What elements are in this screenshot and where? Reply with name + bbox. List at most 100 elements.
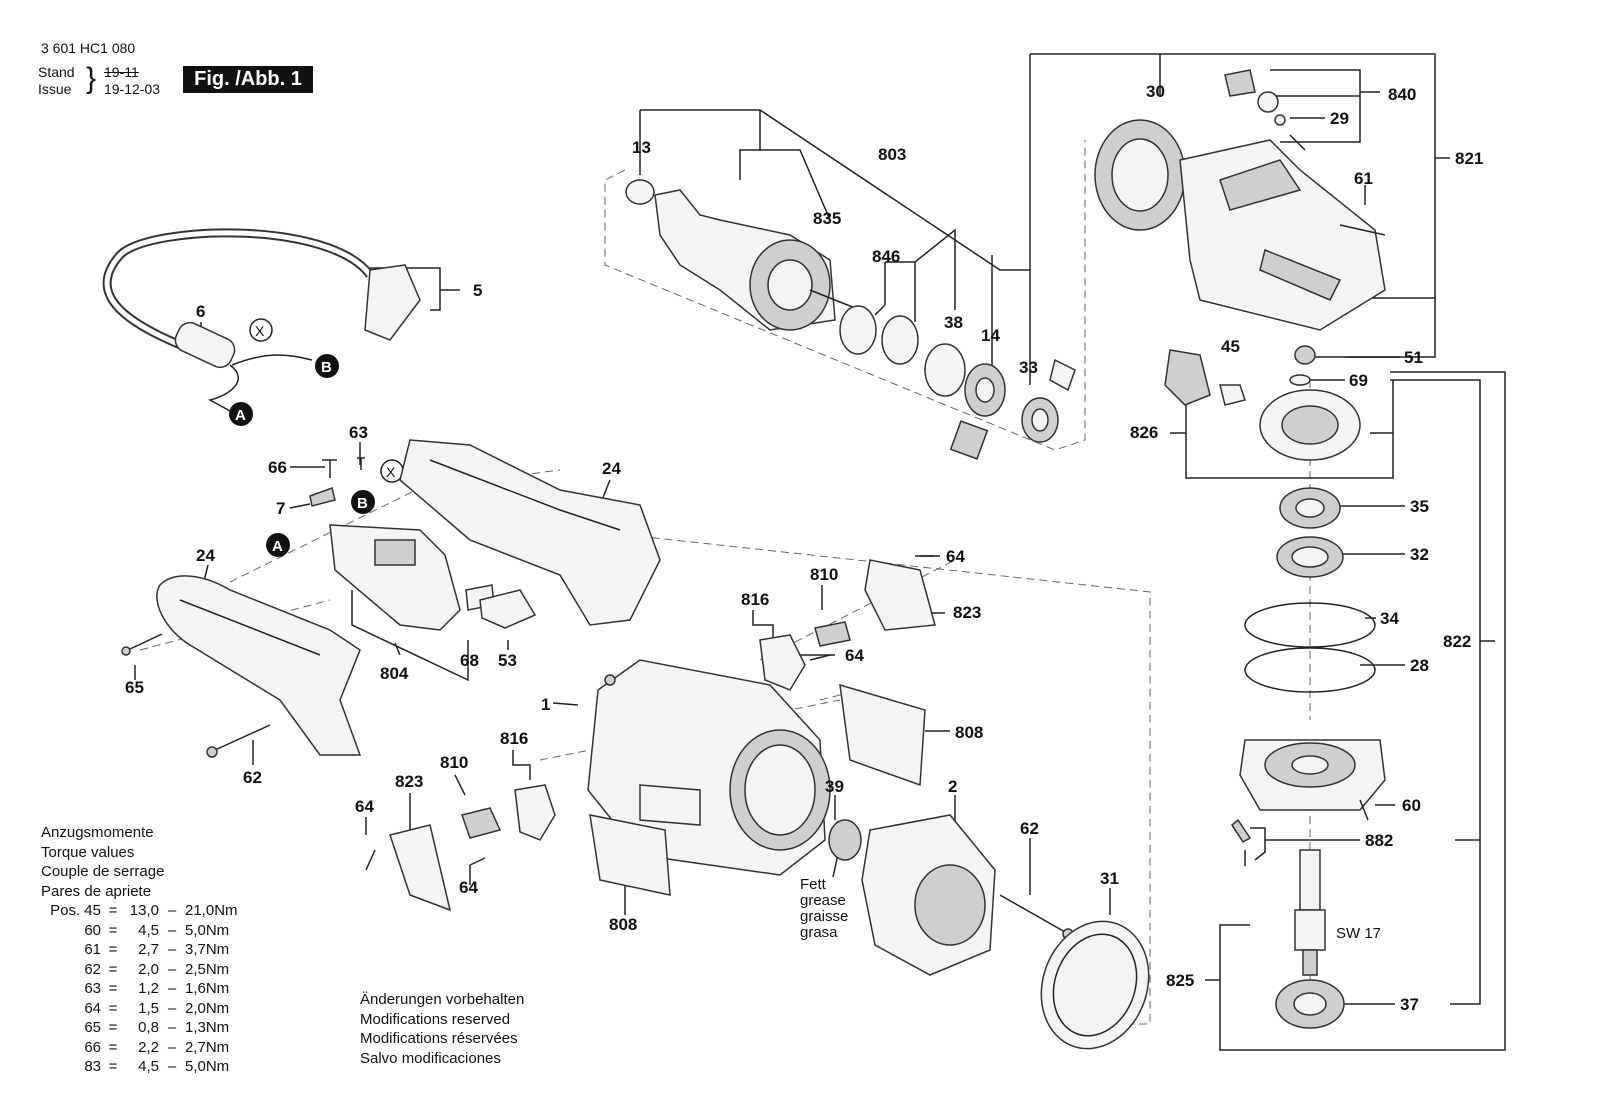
label-882: 882 [1365, 831, 1393, 850]
label-39: 39 [825, 777, 844, 796]
label-24-left: 24 [196, 546, 215, 565]
marker-a-cord: A [229, 402, 253, 426]
figure-badge: Fig. /Abb. 1 [183, 66, 313, 93]
label-28: 28 [1410, 656, 1429, 675]
grease-es: grasa [800, 924, 838, 941]
label-66: 66 [268, 458, 287, 477]
label-826: 826 [1130, 423, 1158, 442]
handle-half-right [399, 439, 661, 626]
torque-row: Pos. 45=13,0–21,0Nm [50, 902, 238, 919]
label-823-lower: 823 [395, 772, 423, 791]
torque-row: 62=2,0–2,5Nm [84, 960, 230, 978]
label-32: 32 [1410, 545, 1429, 564]
stand-value: 19-11 [104, 64, 139, 80]
mod-fr: Modifications réservées [360, 1030, 518, 1047]
label-61: 61 [1354, 169, 1373, 188]
torque-title-es: Pares de apriete [41, 882, 152, 900]
label-822: 822 [1443, 632, 1471, 651]
label-64-left: 64 [355, 797, 374, 816]
wrench-size-label: SW 17 [1336, 925, 1381, 942]
torque-row: 61=2,7–3,7Nm [84, 941, 230, 958]
label-37: 37 [1400, 995, 1419, 1014]
issue-value: 19-12-03 [104, 81, 161, 97]
label-803: 803 [878, 145, 906, 164]
bearing-flange [1231, 739, 1386, 866]
gear-head-housing [1094, 69, 1386, 331]
armature [625, 179, 861, 331]
label-24-right: 24 [602, 459, 621, 478]
flange-parts [1244, 487, 1376, 693]
label-53: 53 [498, 651, 517, 670]
label-45: 45 [1221, 337, 1240, 356]
label-5: 5 [473, 281, 482, 300]
label-31: 31 [1100, 869, 1119, 888]
torque-row: 83=4,5–5,0Nm [84, 1058, 230, 1075]
label-823-upper: 823 [953, 603, 981, 622]
svg-text:A: A [235, 407, 246, 424]
label-840: 840 [1388, 85, 1416, 104]
spindle [1275, 849, 1345, 1029]
label-821: 821 [1455, 149, 1483, 168]
torque-row: 63=1,2–1,6Nm [84, 980, 230, 997]
label-33: 33 [1019, 358, 1038, 377]
label-35: 35 [1410, 497, 1429, 516]
brush-holder-lower [461, 784, 556, 866]
pinion-parts [1164, 345, 1361, 461]
label-810-upper: 810 [810, 565, 838, 584]
label-30: 30 [1146, 82, 1165, 101]
label-68: 68 [460, 651, 479, 670]
label-7: 7 [276, 499, 285, 518]
screw-63 [357, 457, 365, 470]
screw-66 [322, 459, 337, 478]
marker-x-cord: X [249, 318, 273, 342]
label-64-upper-right: 64 [845, 646, 864, 665]
handle-half-left [156, 575, 362, 756]
sheet-808-lower [589, 814, 671, 896]
label-825: 825 [1166, 971, 1194, 990]
label-62-right: 62 [1020, 819, 1039, 838]
label-62-left: 62 [243, 768, 262, 787]
grease-en: grease [800, 892, 846, 909]
svg-text:B: B [357, 495, 368, 512]
torque-row: 66=2,2–2,7Nm [84, 1038, 230, 1056]
grease-de: Fett [800, 876, 826, 893]
label-13: 13 [632, 138, 651, 157]
label-808-lower: 808 [609, 915, 637, 934]
cover-ring-31 [1040, 920, 1150, 1050]
modifications-note: Änderungen vorbehalten Modifications res… [360, 990, 524, 1068]
torque-title-en: Torque values [41, 843, 135, 861]
screw-65 [121, 633, 163, 656]
mod-en: Modifications reserved [360, 1010, 511, 1028]
label-816-upper: 816 [741, 590, 769, 609]
label-38: 38 [944, 313, 963, 332]
grease-note: Fett grease graisse grasa [800, 877, 848, 941]
label-846: 846 [872, 247, 900, 266]
callouts: 13 803 835 846 38 14 33 30 840 29 821 61… [125, 82, 1483, 1014]
label-51: 51 [1404, 348, 1423, 367]
label-835: 835 [813, 209, 841, 228]
torque-row: 64=1,5–2,0Nm [84, 999, 230, 1017]
stand-label: Stand [38, 64, 75, 80]
torque-row: 60=4,5–5,0Nm [84, 921, 230, 939]
label-34: 34 [1380, 609, 1399, 628]
label-1: 1 [541, 695, 550, 714]
leader-lines [134, 53, 1506, 1051]
svg-text:B: B [321, 359, 332, 376]
switch-assembly [309, 487, 537, 631]
power-cord [102, 228, 421, 413]
label-65: 65 [125, 678, 144, 697]
brace-icon: } [86, 62, 97, 95]
part-number: 3 601 HC1 080 [41, 40, 136, 56]
label-2: 2 [948, 777, 957, 796]
torque-title-fr: Couple de serrage [41, 863, 165, 880]
marker-b-cord: B [315, 354, 339, 378]
label-63: 63 [349, 423, 368, 442]
screw-62-left [206, 724, 271, 758]
label-816-lower: 816 [500, 729, 528, 748]
svg-text:X: X [386, 464, 396, 480]
label-29: 29 [1330, 109, 1349, 128]
svg-text:A: A [272, 538, 283, 555]
marker-b-handle: B [351, 490, 375, 514]
torque-title-de: Anzugsmomente [41, 824, 154, 841]
issue-label: Issue [38, 81, 72, 97]
